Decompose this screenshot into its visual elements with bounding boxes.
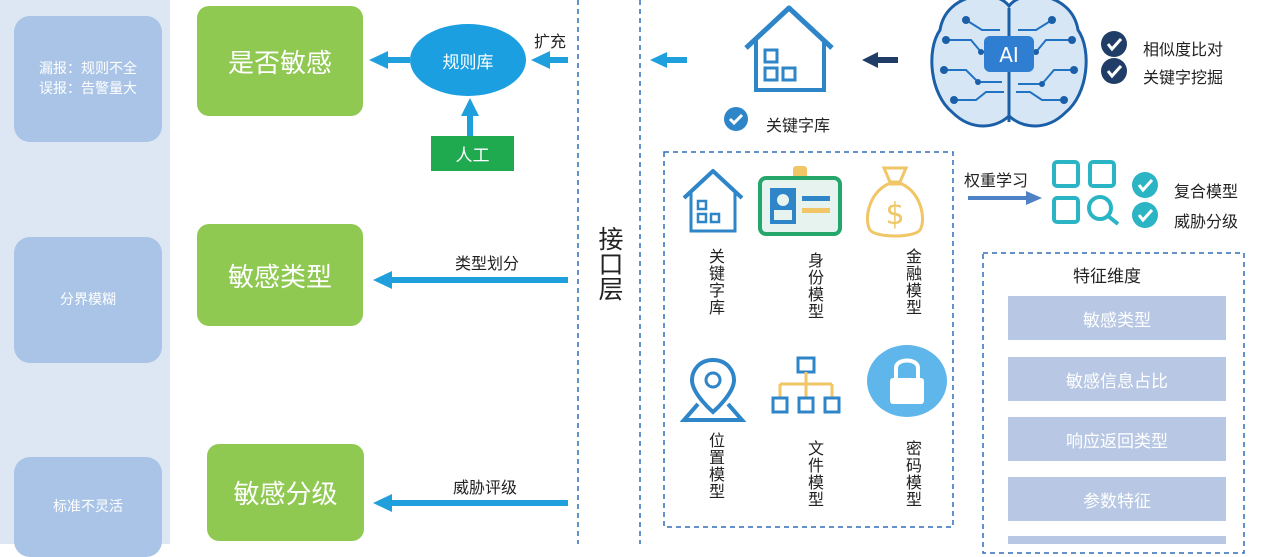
type-split-label: 类型划分 bbox=[455, 254, 520, 273]
issue-box-rules: 漏报：规则不全 误报：告警量大 bbox=[14, 16, 162, 142]
check-circle-icon bbox=[1101, 31, 1127, 57]
money-bag-icon: $ bbox=[865, 166, 925, 238]
model-label: 金融模型 bbox=[903, 248, 922, 316]
issue-text: 标准不灵活 bbox=[53, 499, 123, 515]
arrow-head bbox=[373, 494, 392, 512]
arrow-head bbox=[373, 271, 392, 289]
feature-item-partial bbox=[1008, 536, 1226, 544]
feature-item: 敏感类型 bbox=[1008, 296, 1226, 340]
arrow-head bbox=[650, 52, 667, 68]
check-circle-icon bbox=[1132, 202, 1158, 228]
learning-result-label: 威胁分级 bbox=[1174, 212, 1239, 231]
search-grid-icon bbox=[1052, 160, 1120, 226]
sensitive-type-box: 敏感类型 bbox=[197, 224, 363, 326]
arrow-type-split bbox=[390, 277, 568, 283]
arrow-head bbox=[461, 98, 479, 116]
arrow-head bbox=[1026, 191, 1042, 205]
issue-box-boundary: 分界模糊 bbox=[14, 237, 162, 363]
arrow-manual-to-rule bbox=[467, 114, 473, 136]
arrow-ai-to-keyword bbox=[876, 57, 898, 63]
ai-badge: AI bbox=[999, 43, 1019, 67]
arrow-head bbox=[369, 51, 388, 69]
left-arrows-layer bbox=[369, 0, 1245, 554]
check-circle-icon bbox=[724, 107, 748, 131]
house-icon bbox=[744, 5, 834, 92]
arrow-weight-learning bbox=[968, 196, 1028, 200]
weight-learning-label: 权重学习 bbox=[964, 171, 1029, 190]
org-tree-icon bbox=[771, 356, 841, 414]
model-label: 文件模型 bbox=[805, 440, 824, 508]
expand-label: 扩充 bbox=[534, 32, 567, 51]
model-label: 关键字库 bbox=[706, 248, 725, 316]
ai-check-label: 相似度比对 bbox=[1143, 40, 1224, 59]
is-sensitive-box: 是否敏感 bbox=[197, 6, 363, 116]
lock-icon bbox=[867, 345, 947, 417]
arrow-expand-to-rule bbox=[548, 57, 568, 63]
issue-text: 误报：告警量大 bbox=[39, 81, 137, 97]
arrow-rule-to-sensitive bbox=[386, 57, 410, 63]
issue-box-standard: 标准不灵活 bbox=[14, 457, 162, 557]
location-pin-icon bbox=[679, 357, 747, 422]
id-card-icon bbox=[758, 166, 842, 236]
arrow-threat-rating bbox=[390, 500, 568, 506]
threat-rating-label: 威胁评级 bbox=[453, 478, 518, 497]
model-label: 位置模型 bbox=[706, 432, 725, 500]
feature-item: 响应返回类型 bbox=[1008, 417, 1226, 461]
learning-result-label: 复合模型 bbox=[1174, 182, 1239, 201]
svg-text:$: $ bbox=[885, 197, 904, 232]
check-circle-icon bbox=[1132, 172, 1158, 198]
arrow-head bbox=[531, 51, 550, 69]
issue-text: 分界模糊 bbox=[60, 292, 116, 308]
feature-item: 敏感信息占比 bbox=[1008, 357, 1226, 401]
ai-brain-icon bbox=[930, 0, 1088, 128]
model-group-frame bbox=[663, 151, 954, 528]
manual-node: 人工 bbox=[431, 136, 514, 171]
issue-text: 漏报：规则不全 bbox=[39, 61, 137, 77]
sensitive-level-box: 敏感分级 bbox=[207, 444, 364, 541]
interface-layer-label: 接口层 bbox=[595, 226, 624, 301]
arrow-head bbox=[862, 52, 878, 68]
feature-title: 特征维度 bbox=[1073, 267, 1141, 287]
keyword-lib-label: 关键字库 bbox=[766, 116, 831, 135]
feature-group-frame bbox=[982, 252, 1245, 554]
rule-library-node: 规则库 bbox=[410, 24, 526, 96]
model-label: 身份模型 bbox=[805, 252, 824, 320]
house-icon bbox=[682, 169, 744, 233]
model-label: 密码模型 bbox=[903, 440, 922, 508]
ai-check-label: 关键字挖掘 bbox=[1143, 68, 1224, 87]
arrow-to-interface bbox=[665, 57, 687, 63]
check-circle-icon bbox=[1101, 58, 1127, 84]
feature-item: 参数特征 bbox=[1008, 477, 1226, 521]
